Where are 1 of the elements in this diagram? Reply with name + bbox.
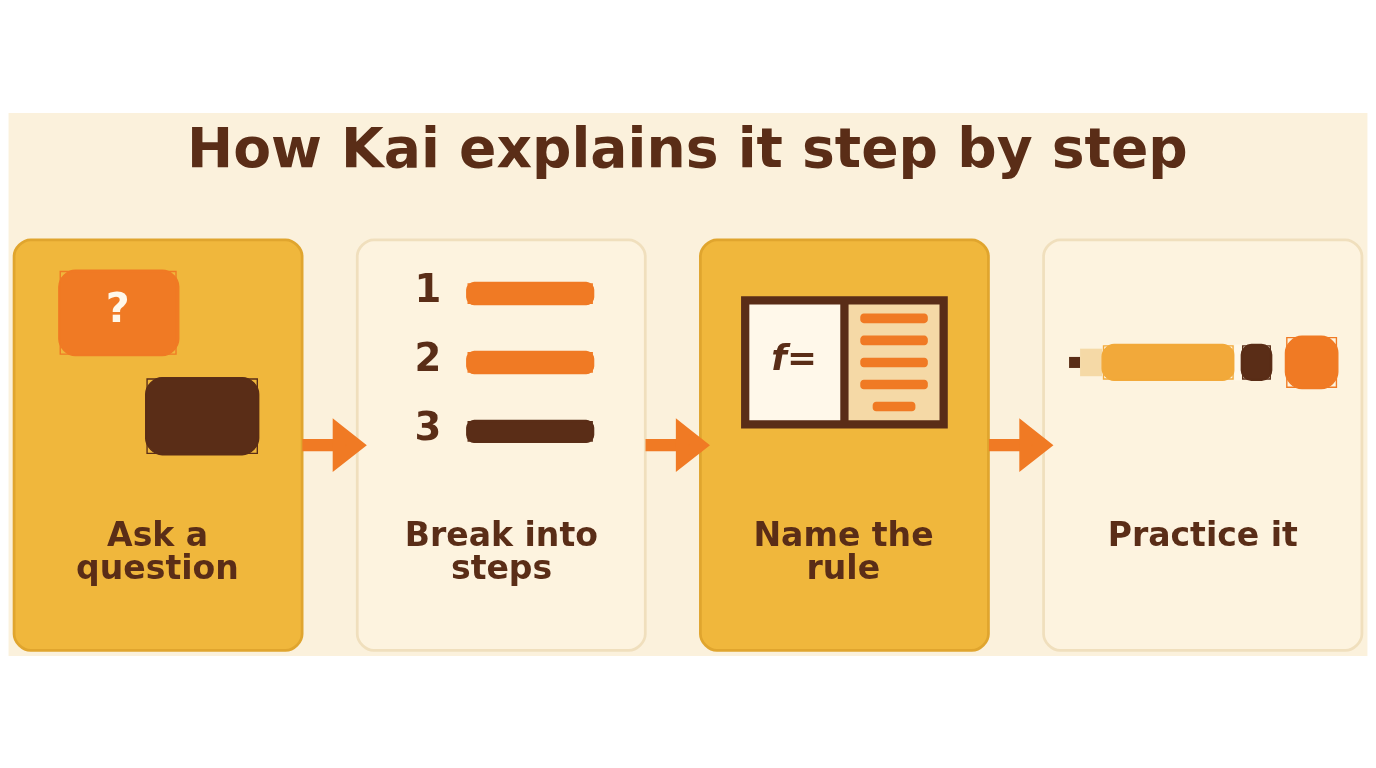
diagram-title: How Kai explains it step by step	[187, 115, 1188, 180]
